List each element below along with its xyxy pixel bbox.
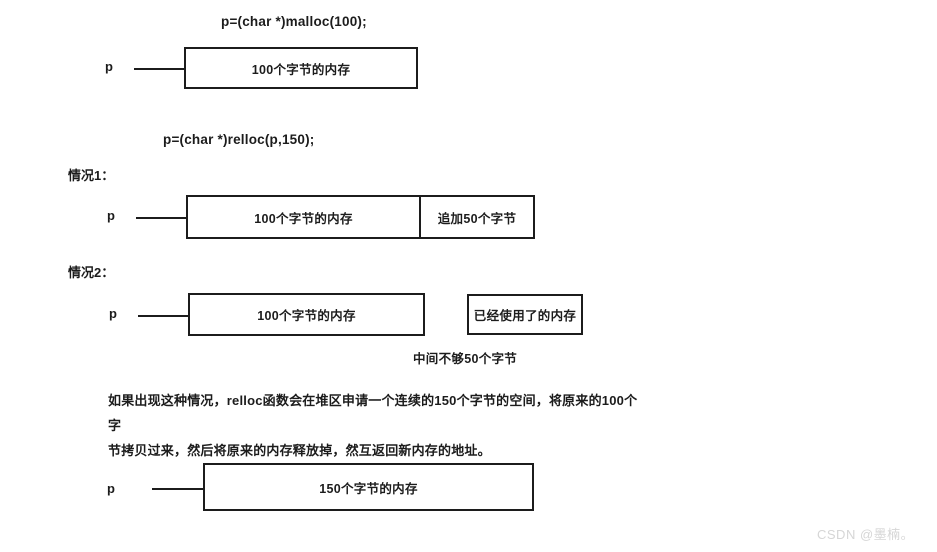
case-2-label: 情况2： [68,265,115,280]
malloc-code-label: p=(char *)malloc(100); [221,14,367,29]
memory-block-label: 100个字节的内存 [251,62,351,77]
pointer-connector-result [152,488,204,490]
pointer-label-result: p [107,481,115,496]
memory-block-case1-appended-50: 追加50个字节 [419,195,535,239]
memory-block-label: 100个字节的内存 [254,211,353,226]
csdn-watermark: CSDN @墨楠。 [817,527,915,542]
memory-block-malloc-100: 100个字节的内存 [184,47,418,89]
memory-block-case1-100: 100个字节的内存 [186,195,421,239]
memory-block-case2-used: 已经使用了的内存 [467,294,583,335]
gap-note-label: 中间不够50个字节 [413,352,518,366]
explanation-paragraph: 如果出现这种情况，relloc函数会在堆区申请一个连续的150个字节的空间，将原… [108,388,648,463]
pointer-label-malloc: p [105,59,113,74]
memory-block-label: 150个字节的内存 [319,481,418,496]
pointer-label-case1: p [107,208,115,223]
memory-block-result-150: 150个字节的内存 [203,463,534,511]
pointer-label-case2: p [109,306,117,321]
pointer-connector-case2 [138,315,189,317]
realloc-code-label: p=(char *)relloc(p,150); [163,132,315,147]
pointer-connector-malloc [134,68,185,70]
case-1-label: 情况1： [68,168,115,183]
memory-block-label: 已经使用了的内存 [473,309,577,323]
memory-block-case2-100: 100个字节的内存 [188,293,425,336]
explanation-line-2: 节拷贝过来，然后将原来的内存释放掉，然互返回新内存的地址。 [108,443,491,458]
memory-block-label: 100个字节的内存 [257,309,356,323]
pointer-connector-case1 [136,217,187,219]
memory-block-label: 追加50个字节 [437,211,517,226]
explanation-line-1: 如果出现这种情况，relloc函数会在堆区申请一个连续的150个字节的空间，将原… [108,393,638,433]
